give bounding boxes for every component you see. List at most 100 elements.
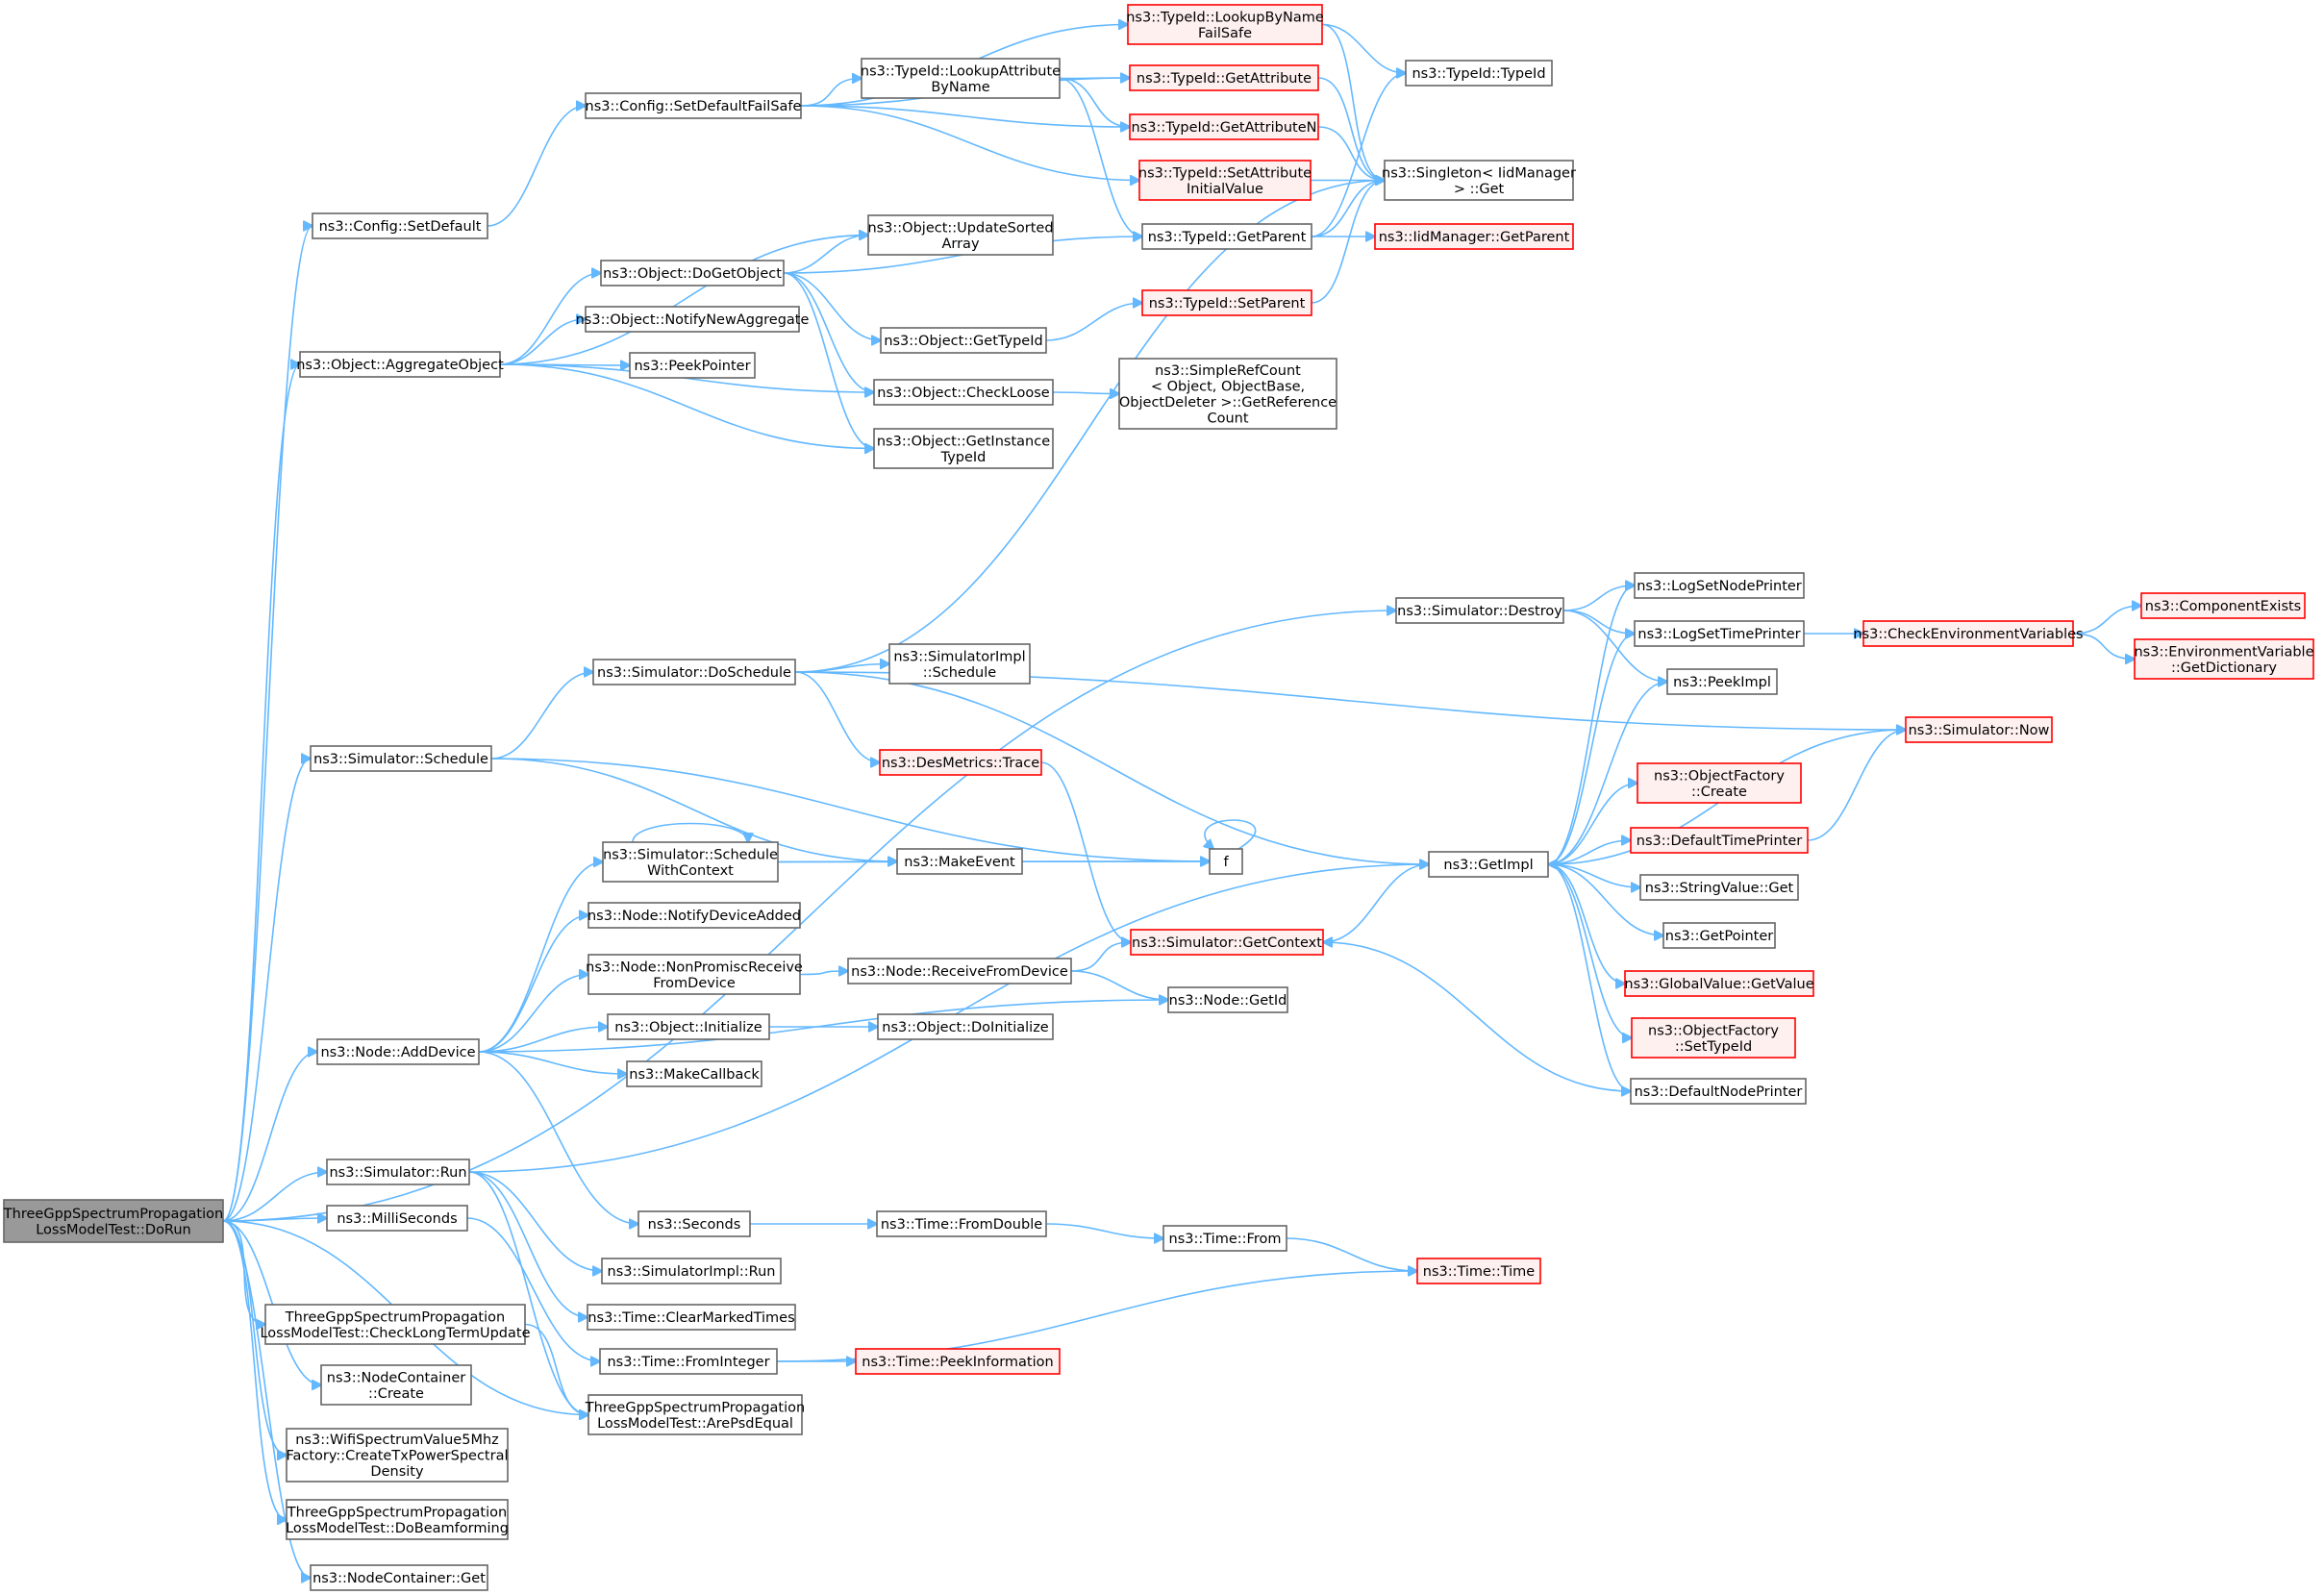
node-getAttribute[interactable]: ns3::TypeId::GetAttribute bbox=[1129, 64, 1319, 91]
node-label: ns3::Config::SetDefault bbox=[319, 219, 482, 235]
node-singletonGet[interactable]: ns3::Singleton< IidManager> ::Get bbox=[1382, 160, 1576, 201]
node-getImpl[interactable]: ns3::GetImpl bbox=[1428, 851, 1549, 878]
node-box bbox=[867, 214, 1054, 256]
node-checkLongTerm[interactable]: ThreeGppSpectrumPropagationLossModelTest… bbox=[260, 1304, 531, 1345]
node-simDoSchedule[interactable]: ns3::Simulator::DoSchedule bbox=[592, 659, 796, 685]
node-simRun[interactable]: ns3::Simulator::Run bbox=[326, 1159, 470, 1185]
node-f[interactable]: f bbox=[1209, 848, 1243, 875]
call-edge-objAggregate-to-objUpdateSorted bbox=[499, 236, 868, 365]
node-desMetricsTrace[interactable]: ns3::DesMetrics::Trace bbox=[879, 749, 1042, 776]
node-objCheckLoose[interactable]: ns3::Object::CheckLoose bbox=[873, 379, 1054, 406]
node-stringValueGet[interactable]: ns3::StringValue::Get bbox=[1639, 874, 1799, 901]
node-typeIdSetParent[interactable]: ns3::TypeId::SetParent bbox=[1141, 289, 1312, 316]
node-objDoGetObject[interactable]: ns3::Object::DoGetObject bbox=[600, 260, 785, 287]
node-getAttributeN[interactable]: ns3::TypeId::GetAttributeN bbox=[1129, 113, 1319, 140]
node-root[interactable]: ThreeGppSpectrumPropagationLossModelTest… bbox=[3, 1199, 224, 1243]
node-box bbox=[873, 428, 1054, 469]
node-milliSeconds[interactable]: ns3::MilliSeconds bbox=[326, 1205, 468, 1232]
node-objFactorySetTypeId[interactable]: ns3::ObjectFactory::SetTypeId bbox=[1631, 1017, 1796, 1059]
node-box bbox=[888, 643, 1031, 685]
node-label: ns3::Object::DoInitialize bbox=[882, 1020, 1049, 1035]
node-label: FailSafe bbox=[1198, 26, 1252, 41]
node-simDestroy[interactable]: ns3::Simulator::Destroy bbox=[1395, 597, 1564, 624]
node-label: ThreeGppSpectrumPropagation bbox=[585, 1400, 805, 1415]
node-box bbox=[587, 954, 801, 995]
node-nodeContainerCreate[interactable]: ns3::NodeContainer::Create bbox=[320, 1364, 472, 1406]
node-label: ns3::Object::UpdateSorted bbox=[867, 220, 1053, 236]
node-timeFrom[interactable]: ns3::Time::From bbox=[1162, 1225, 1287, 1252]
node-box bbox=[299, 351, 501, 378]
node-objInitialize[interactable]: ns3::Object::Initialize bbox=[607, 1013, 770, 1040]
node-iidGetParent[interactable]: ns3::IidManager::GetParent bbox=[1374, 223, 1574, 250]
node-timeFromDouble[interactable]: ns3::Time::FromDouble bbox=[876, 1210, 1047, 1237]
node-simGetContext[interactable]: ns3::Simulator::GetContext bbox=[1130, 929, 1324, 956]
call-edge-nodeAddDevice-to-nodeNotifyDeviceAdded bbox=[478, 915, 588, 1053]
call-edge-milliSeconds-to-timeFromInteger bbox=[466, 1217, 600, 1361]
call-edge-cfgSetDefault-to-cfgSetDefaultFailSafe bbox=[487, 106, 586, 227]
node-objFactoryCreate[interactable]: ns3::ObjectFactory::Create bbox=[1637, 762, 1802, 804]
node-simpleRefCount[interactable]: ns3::SimpleRefCount< Object, ObjectBase,… bbox=[1118, 358, 1337, 430]
call-edge-simDoSchedule-to-singletonGet bbox=[794, 181, 1385, 673]
node-peekImpl[interactable]: ns3::PeekImpl bbox=[1666, 668, 1778, 695]
node-simImplSchedule[interactable]: ns3::SimulatorImpl::Schedule bbox=[888, 643, 1031, 685]
node-objGetTypeId[interactable]: ns3::Object::GetTypeId bbox=[880, 327, 1047, 354]
node-peekPointer[interactable]: ns3::PeekPointer bbox=[629, 352, 756, 379]
node-nodeGetId[interactable]: ns3::Node::GetId bbox=[1167, 986, 1288, 1013]
node-label: ns3::Time::PeekInformation bbox=[862, 1355, 1053, 1370]
node-objDoInitialize[interactable]: ns3::Object::DoInitialize bbox=[877, 1013, 1054, 1040]
node-box bbox=[1639, 874, 1799, 901]
call-edge-getImpl-to-getPointer bbox=[1547, 863, 1663, 935]
node-arePsdEqual[interactable]: ThreeGppSpectrumPropagationLossModelTest… bbox=[585, 1394, 805, 1435]
node-timeClearMarked[interactable]: ns3::Time::ClearMarkedTimes bbox=[587, 1304, 796, 1331]
node-makeCallback[interactable]: ns3::MakeCallback bbox=[626, 1060, 762, 1087]
node-cfgSetDefault[interactable]: ns3::Config::SetDefault bbox=[312, 212, 488, 239]
node-box bbox=[1624, 970, 1814, 997]
node-label: ns3::NodeContainer bbox=[327, 1370, 465, 1385]
node-timeTime[interactable]: ns3::Time::Time bbox=[1416, 1258, 1541, 1284]
node-simImplRun[interactable]: ns3::SimulatorImpl::Run bbox=[601, 1258, 782, 1284]
node-globalValueGetValue[interactable]: ns3::GlobalValue::GetValue bbox=[1624, 970, 1814, 997]
node-box bbox=[1634, 572, 1805, 599]
node-box bbox=[1395, 597, 1564, 624]
node-cfgSetDefaultFailSafe[interactable]: ns3::Config::SetDefaultFailSafe bbox=[585, 92, 802, 119]
node-componentExists[interactable]: ns3::ComponentExists bbox=[2140, 592, 2306, 619]
node-typeIdTypeId[interactable]: ns3::TypeId::TypeId bbox=[1405, 60, 1553, 87]
node-objNotifyNewAgg[interactable]: ns3::Object::NotifyNewAggregate bbox=[576, 306, 810, 333]
node-simSchedule[interactable]: ns3::Simulator::Schedule bbox=[310, 745, 492, 772]
node-objAggregate[interactable]: ns3::Object::AggregateObject bbox=[296, 351, 504, 378]
node-seconds[interactable]: ns3::Seconds bbox=[637, 1210, 751, 1237]
node-checkEnvVars[interactable]: ns3::CheckEnvironmentVariables bbox=[1853, 620, 2084, 647]
node-envVarGetDict[interactable]: ns3::EnvironmentVariable::GetDictionary bbox=[2134, 638, 2314, 680]
node-defaultNodePrinter[interactable]: ns3::DefaultNodePrinter bbox=[1630, 1078, 1807, 1105]
node-wifiSpectrum[interactable]: ns3::WifiSpectrumValue5MhzFactory::Creat… bbox=[286, 1428, 509, 1483]
node-doBeamforming[interactable]: ThreeGppSpectrumPropagationLossModelTest… bbox=[286, 1499, 509, 1540]
node-logSetNodePrinter[interactable]: ns3::LogSetNodePrinter bbox=[1634, 572, 1805, 599]
node-getPointer[interactable]: ns3::GetPointer bbox=[1662, 922, 1776, 949]
node-label: > ::Get bbox=[1454, 182, 1505, 197]
node-nodeNotifyDeviceAdded[interactable]: ns3::Node::NotifyDeviceAdded bbox=[587, 902, 801, 929]
node-timeFromInteger[interactable]: ns3::Time::FromInteger bbox=[599, 1348, 778, 1375]
node-simNow[interactable]: ns3::Simulator::Now bbox=[1905, 716, 2053, 743]
call-edge-objDoGetObject-to-objGetTypeId bbox=[783, 272, 881, 340]
node-box bbox=[310, 745, 492, 772]
call-edge-root-to-simSchedule bbox=[222, 759, 311, 1222]
call-edge-getImpl-to-logSetTimePrinter bbox=[1547, 634, 1635, 865]
node-nodeContainerGet[interactable]: ns3::NodeContainer::Get bbox=[310, 1564, 488, 1591]
call-edge-getImpl-to-objFactoryCreate bbox=[1547, 784, 1637, 865]
call-edge-cfgSetDefaultFailSafe-to-getAttributeN bbox=[800, 105, 1130, 127]
node-typeIdGetParent[interactable]: ns3::TypeId::GetParent bbox=[1141, 223, 1312, 250]
node-timePeekInfo[interactable]: ns3::Time::PeekInformation bbox=[855, 1348, 1061, 1375]
node-box bbox=[1428, 851, 1549, 878]
node-makeEvent[interactable]: ns3::MakeEvent bbox=[896, 848, 1023, 875]
node-nodeAddDevice[interactable]: ns3::Node::AddDevice bbox=[316, 1038, 480, 1065]
node-defaultTimePrinter[interactable]: ns3::DefaultTimePrinter bbox=[1630, 827, 1809, 854]
node-nodeReceiveFromDevice[interactable]: ns3::Node::ReceiveFromDevice bbox=[847, 958, 1072, 984]
node-logSetTimePrinter[interactable]: ns3::LogSetTimePrinter bbox=[1634, 620, 1805, 647]
